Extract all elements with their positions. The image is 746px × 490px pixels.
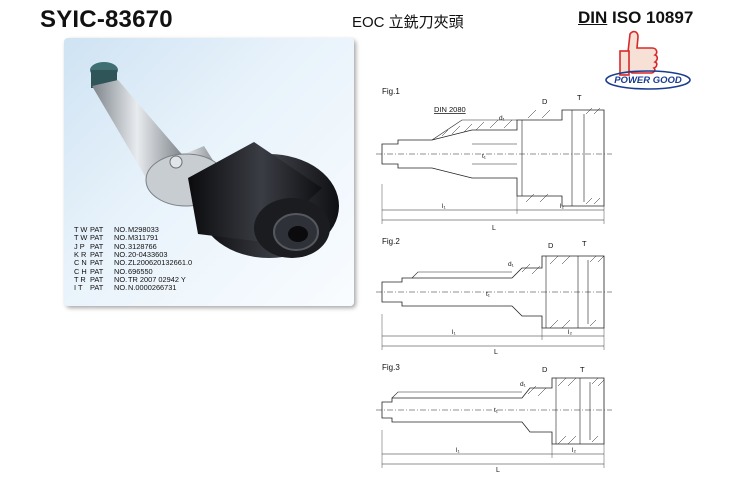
fig3-T: T — [580, 365, 585, 374]
fig2-d1: d₁ — [508, 261, 515, 268]
patent-no: NO. — [114, 250, 128, 260]
fig1-T: T — [577, 93, 582, 102]
patent-country: T W — [74, 225, 88, 234]
fig2-T: T — [582, 239, 587, 248]
figure-2: Fig.2 D T d₁ t₁ l₁ l₂ L — [372, 234, 622, 361]
patent-row: J P PAT NO.3128766 — [74, 241, 192, 251]
fig3-d1: d₁ — [520, 381, 527, 388]
patent-no: NO. — [114, 241, 128, 251]
patent-pat: PAT — [90, 241, 104, 251]
power-good-logo: POWER GOOD — [600, 28, 692, 96]
patent-number: M298033 — [128, 225, 159, 234]
patent-country: T R — [74, 275, 86, 285]
patent-row: I T PAT NO.N.0000266731 — [74, 283, 192, 293]
patent-number: TR 2007 02942 Y — [128, 275, 186, 285]
patent-country: K R — [74, 250, 87, 260]
fig3-l2: l₂ — [572, 447, 576, 454]
fig2-D: D — [548, 241, 554, 250]
patent-number: ZL200620132661.0 — [128, 258, 193, 268]
patent-no: NO. — [114, 233, 128, 243]
fig2-L: L — [494, 349, 498, 356]
patent-country: J P — [74, 241, 85, 251]
patent-row: T R PAT NO.TR 2007 02942 Y — [74, 275, 192, 285]
patent-pat: PAT — [90, 258, 104, 268]
patent-no: NO. — [114, 258, 128, 268]
fig2-l2: l₂ — [568, 329, 572, 336]
iso-label: ISO 10897 — [607, 8, 694, 27]
fig1-t1: t₁ — [482, 153, 487, 160]
patent-no: NO. — [114, 283, 128, 293]
patent-number: 3128766 — [128, 241, 157, 251]
fig1-D: D — [542, 97, 548, 106]
patent-pat: PAT — [90, 283, 104, 293]
fig2-label: Fig.2 — [382, 237, 400, 246]
patent-no: NO. — [114, 225, 128, 234]
fig1-d1: d₁ — [499, 115, 506, 122]
fig3-t1: t₁ — [494, 407, 499, 414]
din-label: DIN — [578, 8, 608, 27]
patent-pat: PAT — [90, 250, 104, 260]
figure-1: Fig.1 DIN 2080 D T d₁ t₁ l₁ l₂ L — [372, 84, 622, 241]
fig1-l2: l₂ — [560, 203, 564, 210]
patent-number: N.0000266731 — [128, 283, 177, 293]
fig3-label: Fig.3 — [382, 363, 400, 372]
fig3-L: L — [496, 467, 500, 474]
tool-holder-image — [90, 62, 339, 258]
patent-pat: PAT — [90, 275, 104, 285]
patent-number: 696550 — [128, 266, 153, 276]
patent-country: I T — [74, 283, 83, 293]
patent-country: C N — [74, 258, 87, 268]
fig2-l1: l₁ — [452, 329, 456, 336]
fig1-label: Fig.1 — [382, 87, 400, 96]
standard-label: DIN ISO 10897 — [578, 8, 693, 28]
patent-country: T W — [74, 233, 88, 243]
patent-number: M311791 — [128, 233, 159, 243]
patent-pat: PAT — [90, 266, 104, 276]
patent-pat: PAT — [90, 233, 104, 243]
fig3-D: D — [542, 365, 548, 374]
fig1-din: DIN 2080 — [434, 105, 466, 114]
fig1-l1: l₁ — [442, 203, 446, 210]
patent-country: C H — [74, 266, 87, 276]
logo-text: POWER GOOD — [614, 75, 682, 86]
figure-3: Fig.3 D T d₁ t₁ l₁ l₂ L — [372, 360, 622, 487]
model-number: SYIC-83670 — [40, 6, 173, 33]
patent-no: NO. — [114, 266, 128, 276]
product-subtitle: EOC 立銑刀夾頭 — [352, 14, 464, 31]
fig1-L: L — [492, 225, 496, 232]
patent-number: 20-0433603 — [128, 250, 168, 260]
thumbs-up-icon: POWER GOOD — [605, 30, 691, 90]
patent-no: NO. — [114, 275, 128, 285]
patent-pat: PAT — [90, 225, 104, 234]
fig2-t1: t₁ — [486, 291, 491, 298]
fig3-l1: l₁ — [456, 447, 460, 454]
